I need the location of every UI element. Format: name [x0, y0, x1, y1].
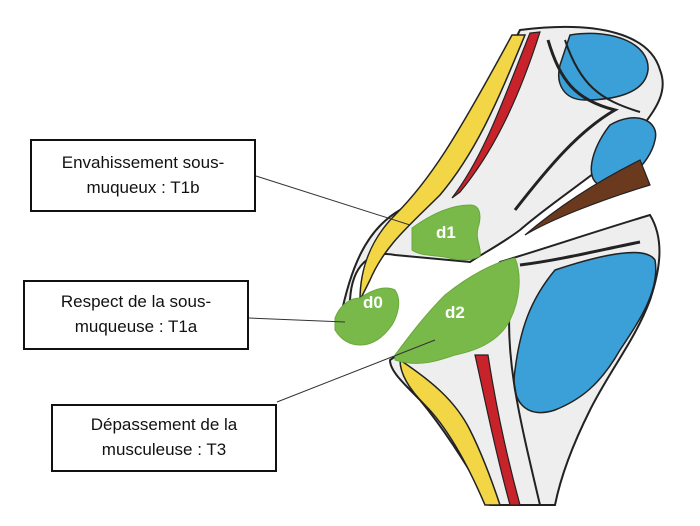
- zone-label-d2: d2: [445, 303, 465, 322]
- muscle-strip-upper: [451, 31, 541, 199]
- label-t3-line2: musculeuse : T3: [101, 440, 227, 459]
- tumor-d1: [411, 204, 481, 261]
- tumor-d2: [394, 257, 520, 364]
- label-t3-line1: Dépassement de la: [90, 415, 238, 435]
- fold-line-1: [513, 39, 619, 211]
- label-t1b: Envahissement sous- muqueux : T1b: [30, 139, 256, 212]
- fold-line-2: [564, 39, 641, 113]
- lumen-upper: [524, 159, 651, 236]
- zone-label-d0: d0: [363, 293, 383, 312]
- zone-label-d1: d1: [436, 223, 456, 242]
- label-t1b-line2: muqueux : T1b: [86, 177, 200, 197]
- label-t1a-line1: Respect de la sous-: [60, 292, 212, 312]
- serosa-upper: [558, 32, 649, 101]
- leader-lines: [248, 175, 436, 403]
- tumor-zones: d1 d0 d2: [334, 204, 520, 364]
- leader-line-t1b: [255, 175, 411, 226]
- serosa-lower: [513, 251, 657, 414]
- label-t3: Dépassement de la musculeuse : T3: [51, 404, 277, 472]
- tumor-d0: [334, 287, 400, 346]
- label-t1a: Respect de la sous- muqueuse : T1a: [23, 280, 249, 350]
- fat-strip-lower: [399, 358, 502, 506]
- leader-line-t1a: [248, 317, 346, 323]
- lower-wall: [388, 213, 661, 506]
- label-t1a-line2: muqueuse : T1a: [74, 317, 198, 336]
- muscle-strip-lower: [474, 354, 521, 506]
- leader-line-t3: [276, 339, 436, 403]
- fold-line-3: [519, 240, 641, 267]
- label-t1b-line1: Envahissement sous-: [61, 152, 225, 172]
